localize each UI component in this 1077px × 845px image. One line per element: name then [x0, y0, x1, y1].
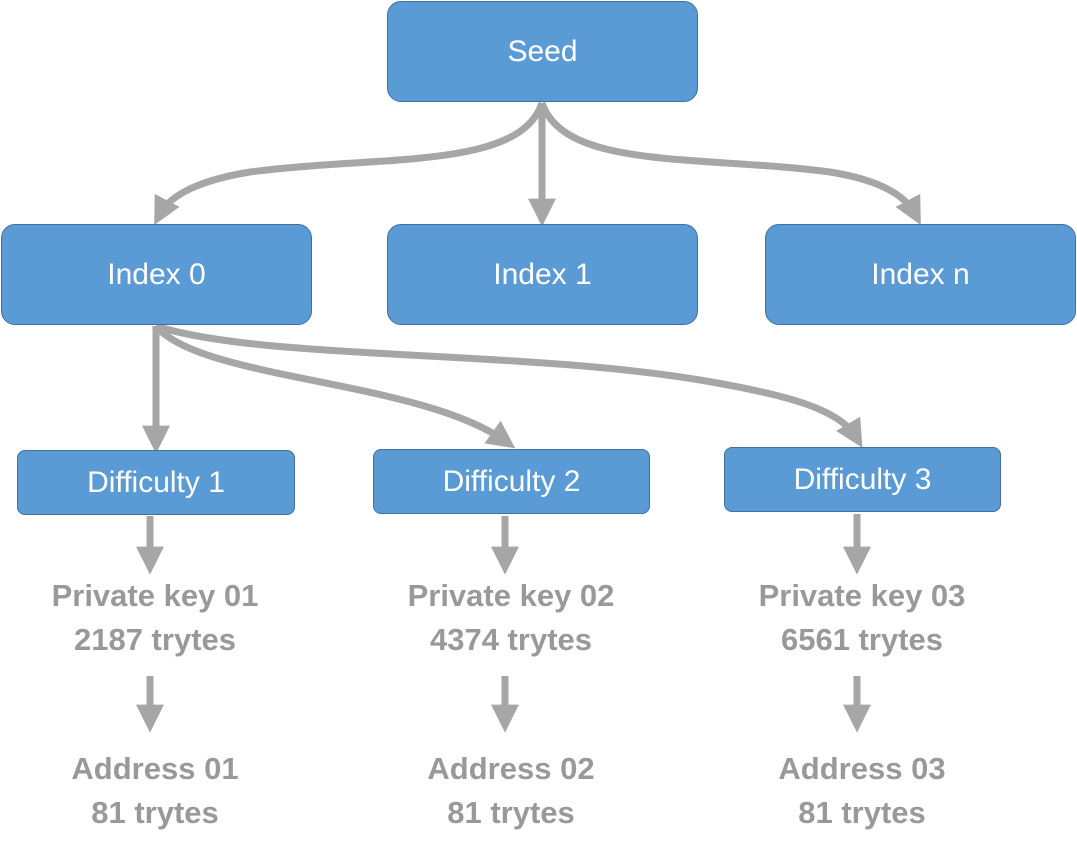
arrow-index0-difficulty2: [153, 323, 516, 449]
difficulty-2-label: Difficulty 2: [442, 464, 581, 498]
arrow-index0-difficulty3: [154, 322, 863, 448]
difficulty-2-node: Difficulty 2: [373, 449, 650, 514]
address-03-size: 81 trytes: [798, 795, 926, 830]
index-1-node: Index 1: [387, 224, 698, 325]
arrow-seed-indexn: [538, 101, 921, 226]
private-key-01-size: 2187 trytes: [73, 622, 236, 657]
private-key-01: Private key 01 2187 trytes: [5, 574, 305, 662]
address-01-size: 81 trytes: [91, 795, 219, 830]
index-0-node: Index 0: [1, 224, 312, 325]
index-n-node: Index n: [765, 224, 1076, 325]
difficulty-1-node: Difficulty 1: [17, 450, 295, 515]
address-03: Address 03 81 trytes: [712, 747, 1012, 835]
address-02: Address 02 81 trytes: [361, 747, 661, 835]
private-key-02-name: Private key 02: [407, 578, 615, 613]
private-key-03-name: Private key 03: [758, 578, 966, 613]
private-key-02-size: 4374 trytes: [429, 622, 592, 657]
difficulty-3-label: Difficulty 3: [793, 462, 932, 496]
index-n-label: Index n: [871, 257, 970, 291]
private-key-03-size: 6561 trytes: [780, 622, 943, 657]
private-key-03: Private key 03 6561 trytes: [712, 574, 1012, 662]
index-0-label: Index 0: [107, 257, 206, 291]
arrow-seed-index0: [154, 101, 546, 226]
private-key-02: Private key 02 4374 trytes: [361, 574, 661, 662]
seed-node: Seed: [387, 1, 698, 102]
difficulty-3-node: Difficulty 3: [724, 447, 1001, 512]
address-02-name: Address 02: [427, 751, 595, 786]
index-1-label: Index 1: [493, 257, 592, 291]
seed-label: Seed: [507, 34, 578, 68]
private-key-01-name: Private key 01: [51, 578, 259, 613]
address-01: Address 01 81 trytes: [5, 747, 305, 835]
address-03-name: Address 03: [778, 751, 946, 786]
address-01-name: Address 01: [71, 751, 239, 786]
address-02-size: 81 trytes: [447, 795, 575, 830]
difficulty-1-label: Difficulty 1: [87, 465, 225, 499]
